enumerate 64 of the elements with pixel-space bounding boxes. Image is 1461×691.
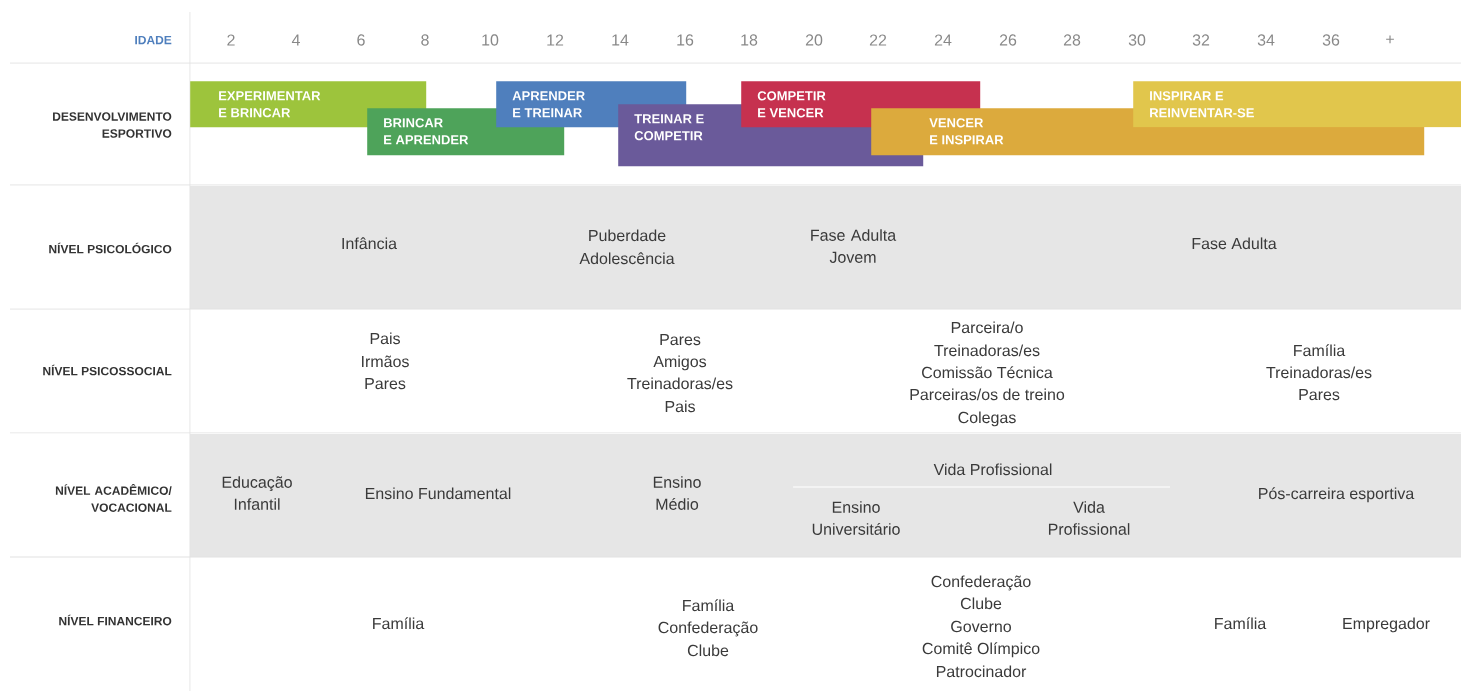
age-label: 12 [547, 34, 564, 46]
cell-text: Família [683, 599, 735, 612]
stage-bar: INSPIRAR E REINVENTAR-SE [1133, 81, 1461, 128]
cell-text: Comitê Olímpico [922, 642, 1040, 658]
cell-text: Colegas [958, 411, 1016, 427]
cell-text: Ensino Fundamental [365, 487, 511, 500]
age-label: 34 [1257, 34, 1275, 46]
cell-text: Confederação [658, 621, 758, 637]
cell-text: Amigos [653, 355, 707, 371]
cell-text: Pós-carreira esportiva [1259, 487, 1415, 503]
age-label: 24 [934, 34, 952, 46]
cell-text: Parceiras/os de treino [910, 388, 1065, 401]
age-label: 10 [482, 34, 499, 46]
cell-text: Clube [687, 644, 729, 657]
row-header: NÍVEL PSICOSSOCIAL [43, 364, 172, 376]
cell-text: Clube [960, 597, 1002, 610]
age-label: 22 [869, 34, 887, 46]
cell-text: Vida Profissional [933, 463, 1052, 476]
cell-text: Pares [365, 378, 406, 390]
cell-text: Empregador [1343, 617, 1430, 633]
cell-text: Confederação [931, 575, 1031, 591]
cell-text: Puberdade [589, 229, 666, 242]
row-header: DESENVOLVIMENTO ESPORTIVO [53, 112, 172, 138]
axis-title: IDADE [135, 35, 172, 45]
age-label: 36 [1322, 34, 1340, 46]
cell-text: Adolescência [579, 252, 675, 265]
age-label: 28 [1063, 34, 1081, 46]
age-label: 14 [612, 34, 629, 46]
row-header: NÍVEL PSICOLÓGICO [49, 242, 172, 254]
age-label: + [1386, 35, 1394, 44]
cell-text: Educação Infantil [222, 476, 292, 510]
cell-text: Irmãos [362, 355, 409, 368]
cell-text: Parceira/o [951, 321, 1023, 334]
age-label: 20 [805, 34, 823, 46]
age-label: 16 [677, 34, 694, 46]
row-header: NÍVEL FINANCEIRO [59, 614, 172, 626]
cell-text: Vida Profissional [1049, 501, 1130, 535]
cell-text: Família [1215, 617, 1267, 630]
age-label: 8 [421, 34, 429, 46]
cell-text: Fase Adulta Jovem [811, 229, 897, 263]
age-label: 4 [291, 34, 300, 46]
age-label: 32 [1192, 34, 1210, 46]
cell-text: Família [1294, 344, 1346, 357]
age-label: 6 [357, 34, 365, 46]
cell-text: Ensino Universitário [812, 501, 900, 535]
cell-text: Treinadoras/es [1266, 366, 1372, 379]
age-label: 2 [227, 34, 235, 46]
age-label: 26 [999, 34, 1017, 46]
cell-text: Ensino Médio [653, 476, 701, 510]
cell-text: Comissão Técnica [922, 366, 1053, 379]
row-header: NÍVEL ACADÊMICO/ VOCACIONAL [55, 484, 172, 512]
cell-text: Treinadoras/es [627, 377, 733, 390]
cell-text: Governo [951, 620, 1011, 633]
cell-text: Patrocinador [936, 665, 1027, 678]
cell-text: Infância [342, 237, 397, 250]
cell-text: Treinadoras/es [934, 344, 1040, 357]
cell-text: Família [373, 617, 425, 630]
age-label: 30 [1128, 34, 1146, 46]
cell-text: Pares [660, 334, 701, 346]
cell-text: Pais [665, 400, 695, 413]
cell-text: Fase Adulta [1192, 237, 1277, 250]
cell-text: Pais [370, 332, 400, 345]
age-label: 18 [741, 34, 758, 46]
cell-text: Pares [1299, 389, 1340, 401]
